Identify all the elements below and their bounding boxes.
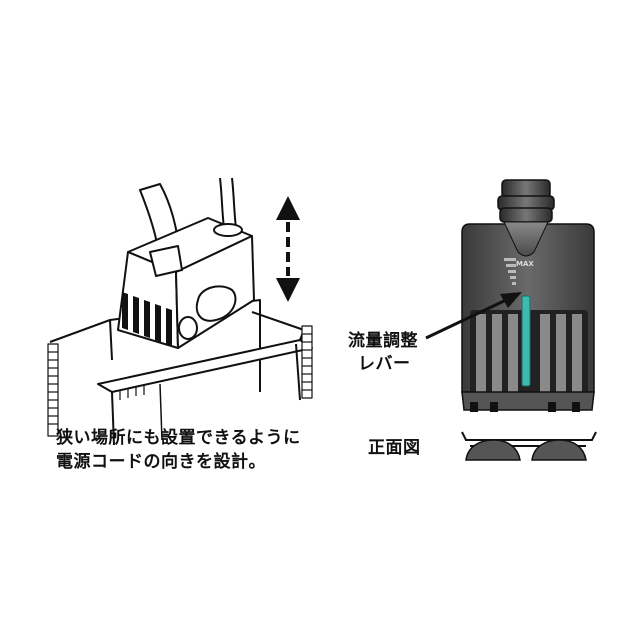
suction-cup-right (531, 439, 587, 461)
hose-connector (149, 245, 183, 277)
front-rim-hatch (111, 385, 145, 402)
outlet-nozzle (497, 179, 555, 223)
flow-lever-label-line-2: レバー (358, 354, 411, 374)
installation-caption-line-1: 狭い場所にも設置できるように (56, 428, 301, 448)
power-cord (219, 177, 225, 229)
suction-cup-left (465, 439, 521, 461)
pump-front-view-illustration: MAX (425, 179, 597, 461)
flow-scale (504, 258, 516, 285)
installation-caption: 狭い場所にも設置できるように 電源コードの向きを設計。 (56, 426, 301, 474)
vertical-adjust-arrow (276, 196, 300, 302)
intake-grille (122, 292, 172, 346)
suction-cup (195, 285, 237, 322)
lever-pointer-arrow (425, 292, 522, 340)
front-view-bracket (461, 431, 597, 461)
right-glass-edge (301, 325, 313, 399)
aquarium-left-wall (49, 319, 113, 361)
cord-socket (213, 223, 243, 237)
flow-adjust-lever (521, 295, 531, 387)
max-label: MAX (516, 260, 534, 268)
flow-lever-label: 流量調整 レバー (348, 330, 418, 376)
front-view-label: 正面図 (368, 438, 421, 458)
installation-caption-line-2: 電源コードの向きを設計。 (56, 452, 266, 472)
aquarium-front-rim (97, 339, 313, 393)
flow-lever-label-line-1: 流量調整 (348, 331, 418, 351)
nozzle-cone (503, 221, 549, 257)
pump-installation-illustration (47, 177, 313, 446)
left-glass-edge (47, 343, 59, 437)
